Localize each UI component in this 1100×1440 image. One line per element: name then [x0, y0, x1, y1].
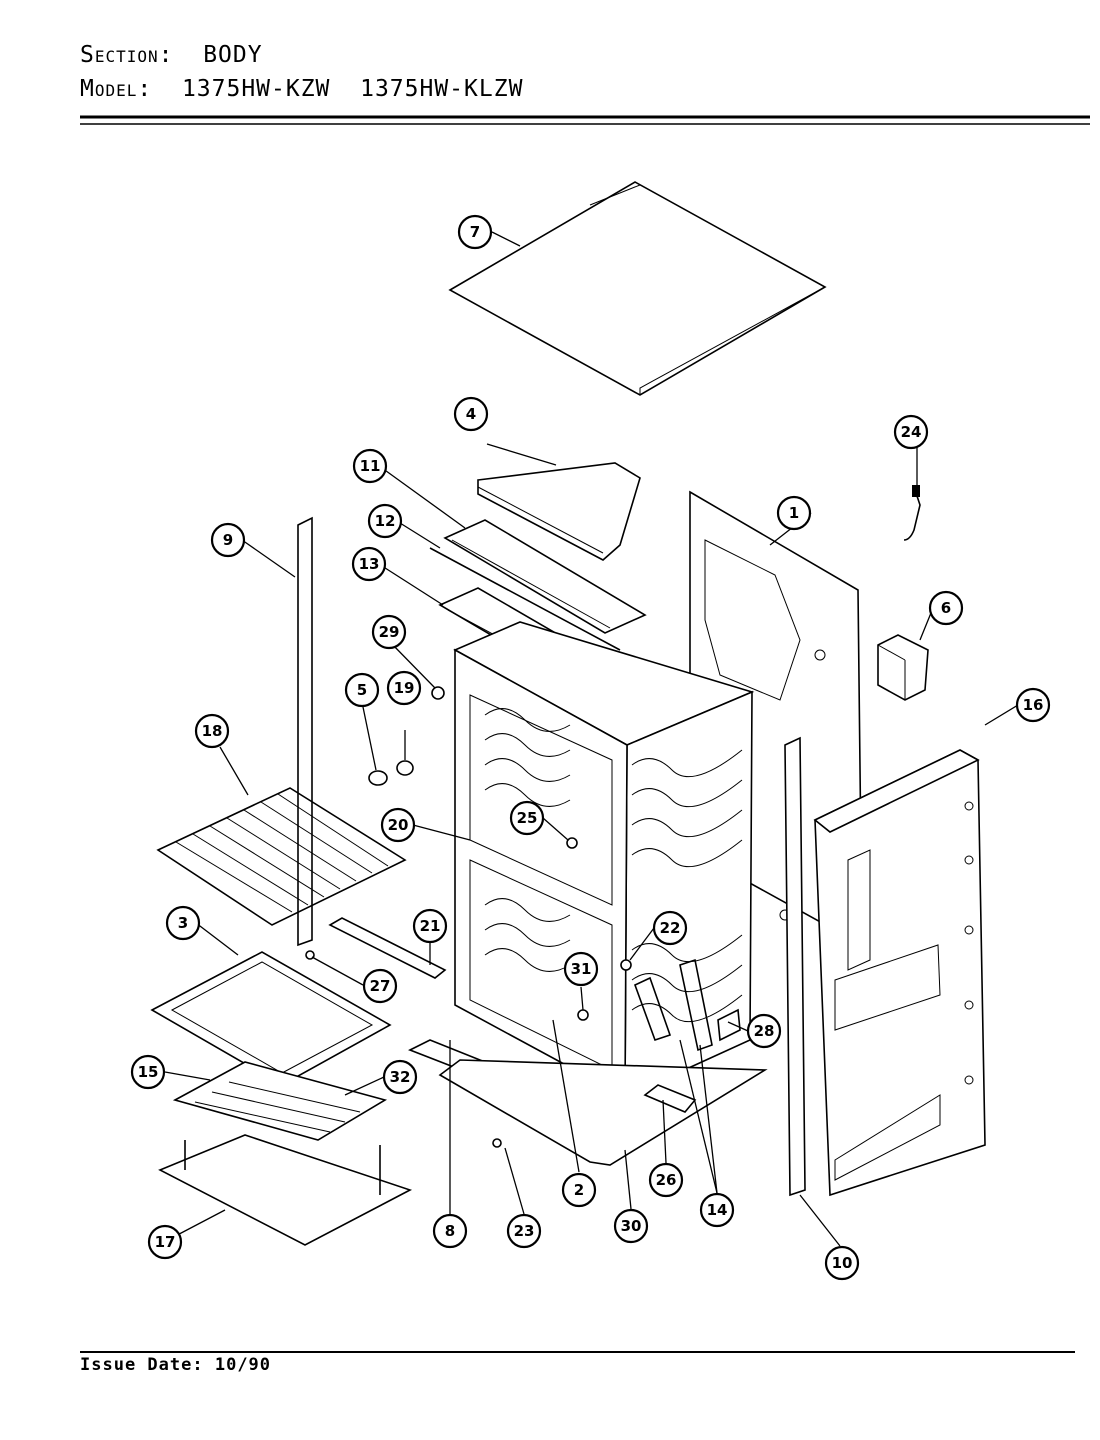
svg-text:2: 2: [574, 1181, 584, 1199]
callout-5: 5: [344, 672, 380, 708]
part-drawer-frame: [158, 1134, 413, 1246]
callout-24: 24: [893, 414, 929, 450]
svg-text:23: 23: [514, 1222, 535, 1240]
section-label: Section:: [80, 42, 174, 68]
issue-date-value: 10/90: [214, 1355, 272, 1375]
callout-13: 13: [351, 546, 387, 582]
model-values: 1375HW-KZW 1375HW-KLZW: [181, 76, 524, 102]
callout-9: 9: [210, 522, 246, 558]
callout-22: 22: [652, 910, 688, 946]
svg-text:1: 1: [789, 504, 799, 522]
svg-text:20: 20: [388, 816, 409, 834]
svg-text:30: 30: [621, 1217, 642, 1235]
svg-text:26: 26: [656, 1171, 677, 1189]
part-bottom-rails: [408, 1039, 768, 1166]
svg-text:4: 4: [466, 405, 476, 423]
svg-text:7: 7: [470, 223, 480, 241]
callout-15: 15: [130, 1054, 166, 1090]
part-hinges: [633, 958, 713, 1052]
callout-29: 29: [371, 614, 407, 650]
callout-4: 4: [453, 396, 489, 432]
svg-text:22: 22: [660, 919, 681, 937]
section-line: Section: BODY: [80, 42, 263, 68]
svg-text:5: 5: [357, 681, 367, 699]
svg-text:27: 27: [370, 977, 391, 995]
callout-32: 32: [382, 1059, 418, 1095]
model-label: Model:: [80, 76, 153, 102]
callout-31: 31: [563, 951, 599, 987]
svg-text:11: 11: [360, 457, 381, 475]
svg-text:6: 6: [941, 599, 951, 617]
callout-7: 7: [457, 214, 493, 250]
callout-11: 11: [352, 448, 388, 484]
part-small-brackets: [643, 1008, 741, 1113]
svg-text:8: 8: [445, 1222, 455, 1240]
part-left-trim: [297, 516, 313, 947]
callout-23: 23: [506, 1213, 542, 1249]
svg-text:13: 13: [359, 555, 380, 573]
part-oven-door: [813, 749, 986, 1197]
svg-text:14: 14: [707, 1201, 728, 1219]
svg-text:9: 9: [223, 531, 233, 549]
callout-1: 1: [776, 495, 812, 531]
svg-text:10: 10: [832, 1254, 853, 1272]
svg-text:16: 16: [1023, 696, 1044, 714]
callout-2: 2: [561, 1172, 597, 1208]
model-line: Model: 1375HW-KZW 1375HW-KLZW: [80, 76, 523, 102]
callout-3: 3: [165, 905, 201, 941]
callout-10: 10: [824, 1245, 860, 1281]
callout-14: 14: [699, 1192, 735, 1228]
callout-20: 20: [380, 807, 416, 843]
part-top-cover: [477, 462, 641, 561]
part-power-cord: [903, 485, 921, 541]
callout-27: 27: [362, 968, 398, 1004]
svg-text:12: 12: [375, 512, 396, 530]
callout-30: 30: [613, 1208, 649, 1244]
callout-6: 6: [928, 590, 964, 626]
svg-text:17: 17: [155, 1233, 176, 1251]
callout-12: 12: [367, 503, 403, 539]
part-terminal-box: [877, 634, 929, 701]
part-side-bracket: [328, 917, 447, 979]
svg-text:29: 29: [379, 623, 400, 641]
svg-text:21: 21: [420, 917, 441, 935]
svg-text:3: 3: [178, 914, 188, 932]
part-right-trim: [784, 736, 806, 1197]
callout-16: 16: [1015, 687, 1051, 723]
part-oven-rack: [156, 787, 407, 926]
svg-text:19: 19: [394, 679, 415, 697]
svg-text:24: 24: [901, 423, 922, 441]
callout-25: 25: [509, 800, 545, 836]
callout-21: 21: [412, 908, 448, 944]
part-top-panel: [448, 181, 827, 396]
callout-18: 18: [194, 713, 230, 749]
svg-text:15: 15: [138, 1063, 159, 1081]
svg-text:18: 18: [202, 722, 223, 740]
svg-text:32: 32: [390, 1068, 411, 1086]
callout-17: 17: [147, 1224, 183, 1260]
svg-text:28: 28: [754, 1022, 775, 1040]
part-broiler-insert: [150, 951, 392, 1086]
callout-28: 28: [746, 1013, 782, 1049]
part-broiler-pan: [172, 1061, 388, 1141]
issue-date-line: Issue Date: 10/90: [80, 1355, 271, 1375]
svg-text:25: 25: [517, 809, 538, 827]
callout-26: 26: [648, 1162, 684, 1198]
issue-date-label: Issue Date:: [80, 1355, 204, 1375]
section-value: BODY: [203, 42, 263, 68]
svg-text:31: 31: [571, 960, 592, 978]
callout-8: 8: [432, 1213, 468, 1249]
callout-19: 19: [386, 670, 422, 706]
header-rule: [80, 115, 1090, 125]
part-small-hardware: [305, 686, 632, 1148]
